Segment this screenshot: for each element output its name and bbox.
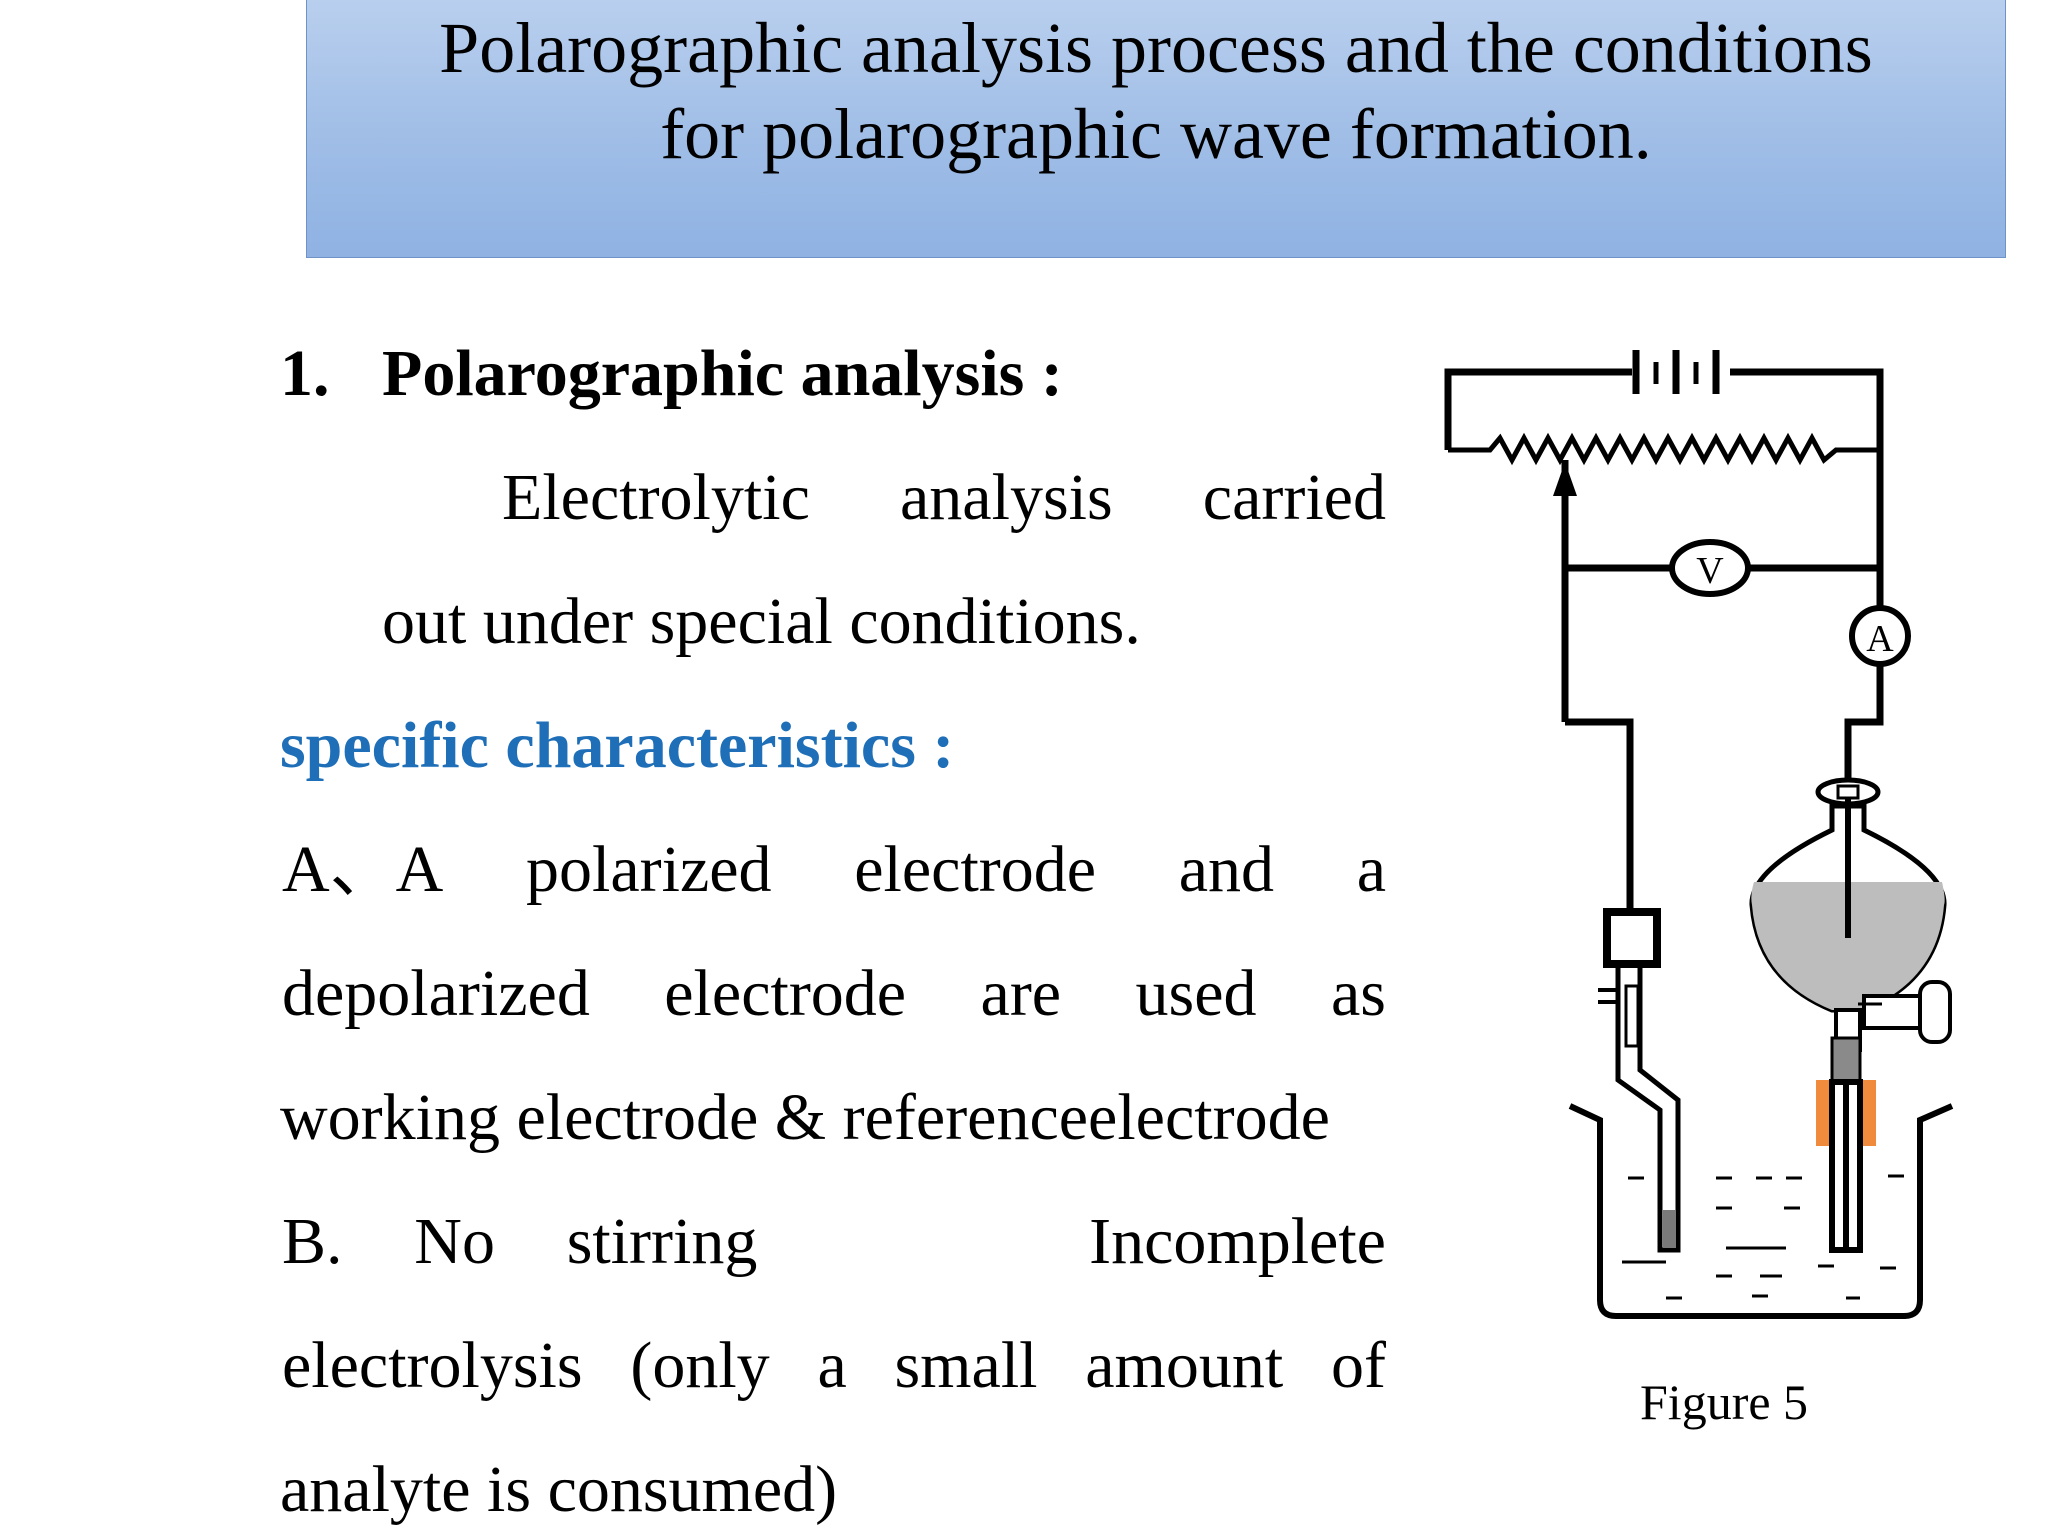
battery-right-wire bbox=[1730, 368, 1884, 450]
item-b-word: No bbox=[414, 1205, 495, 1278]
resistor-zigzag bbox=[1448, 432, 1880, 466]
item-a-word: polarized bbox=[526, 833, 772, 906]
item-a-word: and bbox=[1178, 833, 1275, 906]
item-a-word: depolarized bbox=[282, 957, 590, 1030]
slide-title-line-2: for polarographic wave formation. bbox=[660, 94, 1652, 174]
definition-word: carried bbox=[1202, 461, 1386, 534]
item-b-word: amount bbox=[1085, 1329, 1284, 1402]
electrolyte-surface bbox=[1622, 1174, 1904, 1300]
item-a-line-3: working electrode & referenceelectrode bbox=[280, 1081, 1330, 1154]
item-a-word: are bbox=[980, 957, 1062, 1030]
item-a-word: electrode bbox=[854, 833, 1097, 906]
item-a-word: as bbox=[1330, 957, 1386, 1030]
definition-word: Electrolytic bbox=[502, 461, 810, 534]
ammeter-label: A bbox=[1866, 618, 1894, 660]
item-b-word: a bbox=[817, 1329, 847, 1402]
item-b-word: Incomplete bbox=[1089, 1205, 1386, 1278]
item-b-line-3: analyte is consumed) bbox=[280, 1453, 838, 1526]
title-banner: Polarographic analysis process and the c… bbox=[306, 0, 2006, 258]
item-a-line-2: depolarized electrode are used as bbox=[282, 956, 1386, 1032]
voltmeter-label: V bbox=[1696, 550, 1724, 592]
characteristics-heading: specific characteristics : bbox=[280, 709, 955, 782]
item-b-word: (only bbox=[630, 1329, 770, 1402]
definition-line-2: out under special conditions. bbox=[382, 585, 1141, 658]
item-a-word: a bbox=[1356, 833, 1386, 906]
item-a-word: electrode bbox=[664, 957, 907, 1030]
slider-arrow-icon bbox=[1553, 462, 1577, 496]
reference-electrode bbox=[1598, 908, 1681, 1253]
item-a-line-1: A、A polarized electrode and a bbox=[282, 832, 1386, 908]
mercury-reservoir bbox=[1749, 777, 1952, 1253]
item-b-word: of bbox=[1331, 1329, 1386, 1402]
ammeter-icon: A bbox=[1849, 605, 1911, 667]
item-b-line-2: electrolysis (only a small amount of bbox=[282, 1328, 1386, 1404]
beaker bbox=[1568, 1103, 1954, 1319]
definition-line-1: Electrolytic analysis carried bbox=[502, 460, 1386, 536]
item-b-word: stirring bbox=[566, 1205, 758, 1278]
section-number: 1. bbox=[280, 337, 330, 410]
section-heading: Polarographic analysis : bbox=[382, 337, 1063, 410]
ammeter-wire-bottom bbox=[1844, 660, 1884, 780]
item-b-word: small bbox=[894, 1329, 1038, 1402]
battery-left-wire bbox=[1444, 368, 1632, 450]
item-a-word: used bbox=[1135, 957, 1257, 1030]
voltmeter-icon: V bbox=[1669, 539, 1751, 597]
polarograph-diagram: V A bbox=[1444, 350, 1954, 1319]
definition-word: analysis bbox=[900, 461, 1113, 534]
reference-electrode-wire bbox=[1565, 718, 1634, 912]
figure-caption: Figure 5 bbox=[1640, 1374, 1809, 1430]
item-a-word: A、A bbox=[282, 833, 444, 906]
item-b-word: B. bbox=[282, 1205, 343, 1278]
item-b-line-1: B. No stirring Incomplete bbox=[282, 1204, 1386, 1280]
slide-title-line-1: Polarographic analysis process and the c… bbox=[439, 8, 1873, 88]
item-b-word: electrolysis bbox=[282, 1329, 583, 1402]
